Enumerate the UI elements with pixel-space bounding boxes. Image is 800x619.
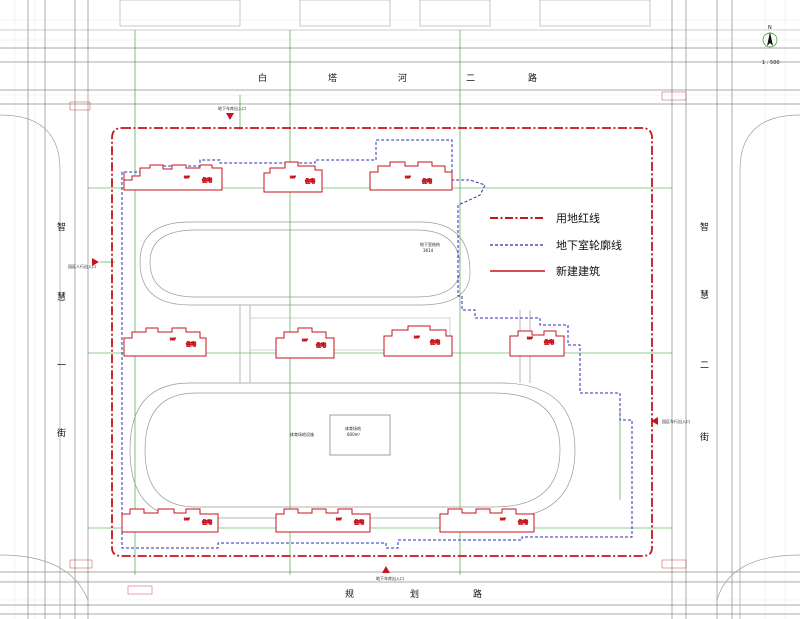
building-r2b1[interactable]: 住宅 18F — [123, 327, 207, 357]
svg-text:新建建筑: 新建建筑 — [556, 264, 600, 278]
legend: 用地红线 地下室轮廓线 新建建筑 — [490, 211, 622, 278]
svg-text:一: 一 — [57, 361, 66, 371]
svg-text:体育场地: 体育场地 — [345, 425, 361, 431]
legend-item-basement: 地下室轮廓线 — [490, 238, 622, 252]
svg-text:规: 规 — [345, 589, 354, 600]
svg-text:住宅: 住宅 — [316, 342, 326, 349]
entrance-west-gate: 园区人行出入口 — [68, 258, 99, 269]
svg-text:二: 二 — [700, 361, 709, 371]
building-r1b1[interactable]: 住宅 18F — [123, 164, 223, 191]
site-roads — [129, 221, 576, 519]
svg-text:园区车行出入口: 园区车行出入口 — [662, 418, 690, 424]
svg-text:1 : 500: 1 : 500 — [762, 60, 780, 66]
svg-text:体育场地设施: 体育场地设施 — [290, 431, 314, 437]
svg-text:18F: 18F — [414, 335, 420, 339]
dimension-lines — [88, 30, 672, 575]
coordinate-markers — [69, 91, 687, 595]
legend-item-new-building: 新建建筑 — [490, 264, 600, 278]
svg-text:街: 街 — [57, 427, 66, 439]
svg-text:18F: 18F — [500, 517, 506, 521]
buildings: 住宅 18F 住宅 18F 住宅 18F 住宅 18F 住宅 18F 住宅 18… — [121, 161, 565, 533]
svg-text:用地红线: 用地红线 — [556, 211, 600, 225]
svg-text:住宅: 住宅 — [544, 339, 554, 346]
road-name-north: 白 塔 河 二 路 — [258, 72, 537, 84]
svg-text:白: 白 — [258, 72, 267, 84]
building-r2b2[interactable]: 住宅 18F — [275, 327, 335, 359]
basement-outline — [121, 139, 633, 549]
central-plaza: 体育场地 600m² 体育场地设施 地下室结构 3614 — [290, 241, 440, 456]
svg-text:智: 智 — [57, 221, 66, 233]
svg-text:住宅: 住宅 — [202, 519, 212, 526]
svg-text:塔: 塔 — [328, 72, 337, 84]
entrance-south-garage: 地下车库出入口 — [376, 566, 404, 581]
site-boundary-redline — [111, 127, 653, 557]
road-name-east: 智 慧 二 街 — [700, 221, 709, 443]
svg-text:住宅: 住宅 — [422, 178, 432, 185]
svg-text:住宅: 住宅 — [186, 341, 196, 348]
svg-text:600m²: 600m² — [347, 432, 361, 437]
svg-text:18F: 18F — [302, 338, 308, 342]
svg-text:园区人行出入口: 园区人行出入口 — [68, 263, 96, 269]
svg-text:划: 划 — [410, 588, 419, 600]
entrance-east-gate: 园区车行出入口 — [651, 417, 690, 425]
svg-text:智: 智 — [700, 221, 709, 233]
svg-text:地下车库出入口: 地下车库出入口 — [218, 105, 246, 111]
svg-text:慧: 慧 — [57, 291, 66, 303]
svg-text:N: N — [768, 25, 772, 31]
building-r1b2[interactable]: 住宅 18F — [263, 161, 323, 193]
svg-text:18F: 18F — [184, 517, 190, 521]
svg-text:路: 路 — [528, 72, 537, 84]
svg-text:街: 街 — [700, 431, 709, 443]
building-r3b2[interactable]: 住宅 18F — [275, 508, 371, 533]
svg-text:路: 路 — [473, 588, 482, 600]
building-r3b3[interactable]: 住宅 18F — [439, 508, 535, 533]
svg-text:地下车库出入口: 地下车库出入口 — [376, 575, 404, 581]
svg-text:住宅: 住宅 — [518, 519, 528, 526]
svg-text:18F: 18F — [527, 336, 533, 340]
svg-text:二: 二 — [466, 74, 475, 84]
building-r3b1[interactable]: 住宅 18F — [121, 508, 219, 533]
road-name-south: 规 划 路 — [345, 588, 482, 600]
building-r2b3[interactable]: 住宅 18F — [383, 325, 453, 357]
svg-text:住宅: 住宅 — [354, 519, 364, 526]
svg-text:住宅: 住宅 — [430, 339, 440, 346]
building-r1b3[interactable]: 住宅 18F — [369, 161, 453, 191]
svg-text:地下室结构: 地下室结构 — [420, 241, 440, 247]
road-name-west: 智 慧 一 街 — [57, 221, 66, 439]
svg-text:18F: 18F — [405, 175, 411, 179]
svg-text:河: 河 — [398, 72, 407, 84]
svg-text:地下室轮廓线: 地下室轮廓线 — [556, 238, 622, 252]
legend-item-redline: 用地红线 — [490, 211, 600, 225]
entrance-north-garage: 地下车库出入口 — [218, 105, 246, 120]
svg-text:住宅: 住宅 — [202, 177, 212, 184]
svg-text:慧: 慧 — [700, 289, 709, 301]
north-arrow: N 1 : 500 — [762, 25, 780, 66]
svg-text:18F: 18F — [170, 337, 176, 341]
svg-text:18F: 18F — [184, 175, 190, 179]
svg-text:3614: 3614 — [423, 248, 434, 253]
svg-text:住宅: 住宅 — [305, 178, 315, 185]
svg-text:18F: 18F — [336, 517, 342, 521]
building-r2b4[interactable]: 住宅 18F — [509, 330, 565, 357]
svg-text:18F: 18F — [290, 175, 296, 179]
